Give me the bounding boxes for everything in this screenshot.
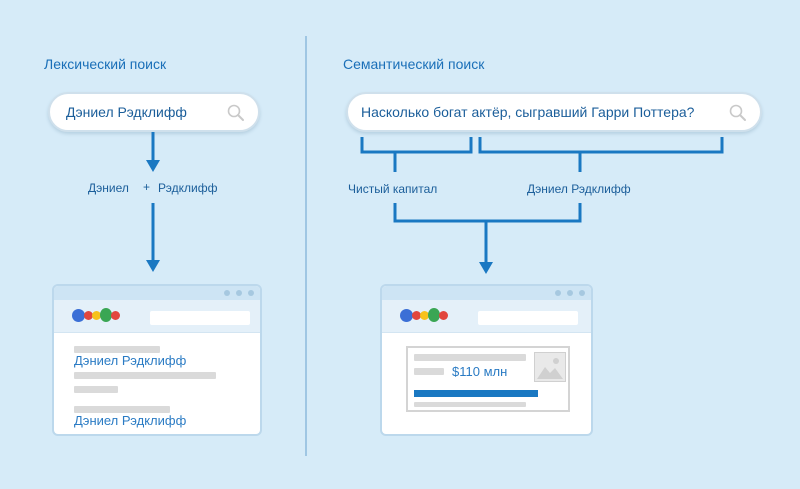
text-placeholder	[74, 386, 118, 393]
window-controls-icon	[555, 290, 585, 296]
google-logo-icon	[400, 308, 448, 322]
lexical-result-window: Дэниел Рэдклифф Дэниел Рэдклифф	[52, 284, 262, 436]
window-controls-icon	[224, 290, 254, 296]
text-placeholder	[414, 368, 444, 375]
knowledge-card: $110 млн	[406, 346, 570, 412]
divider	[305, 36, 307, 456]
text-placeholder	[414, 402, 526, 407]
search-icon	[226, 104, 246, 127]
semantic-search-box[interactable]: Насколько богат актёр, сыгравший Гарри П…	[346, 92, 762, 132]
semantic-query: Насколько богат актёр, сыгравший Гарри П…	[361, 104, 695, 120]
window-titlebar	[54, 286, 260, 300]
lexical-query: Дэниел Рэдклифф	[66, 104, 187, 120]
text-placeholder	[414, 354, 526, 361]
address-bar[interactable]	[478, 311, 578, 325]
concept-net-worth: Чистый капитал	[348, 182, 438, 196]
result-link-1[interactable]: Дэниел Рэдклифф	[74, 353, 187, 368]
concept-entity: Дэниел Рэдклифф	[527, 182, 631, 196]
browser-toolbar	[382, 300, 591, 333]
result-link-2[interactable]: Дэниел Рэдклифф	[74, 413, 187, 428]
lexical-search-box[interactable]: Дэниел Рэдклифф	[48, 92, 260, 132]
text-placeholder	[74, 406, 170, 413]
answer-value: $110 млн	[452, 364, 508, 379]
semantic-result-window: $110 млн	[380, 284, 593, 436]
lexical-token-1: Дэниел	[88, 181, 129, 195]
search-icon	[728, 104, 748, 127]
google-logo-icon	[72, 308, 120, 322]
address-bar[interactable]	[150, 311, 250, 325]
window-titlebar	[382, 286, 591, 300]
lexical-token-2: Рэдклифф	[158, 181, 218, 195]
lexical-title: Лексический поиск	[44, 56, 167, 72]
image-placeholder-icon	[534, 352, 566, 382]
lexical-plus: +	[143, 180, 151, 194]
semantic-title: Семантический поиск	[343, 56, 485, 72]
text-placeholder	[74, 372, 216, 379]
text-placeholder	[74, 346, 160, 353]
answer-highlight-bar	[414, 390, 538, 397]
browser-toolbar	[54, 300, 260, 333]
